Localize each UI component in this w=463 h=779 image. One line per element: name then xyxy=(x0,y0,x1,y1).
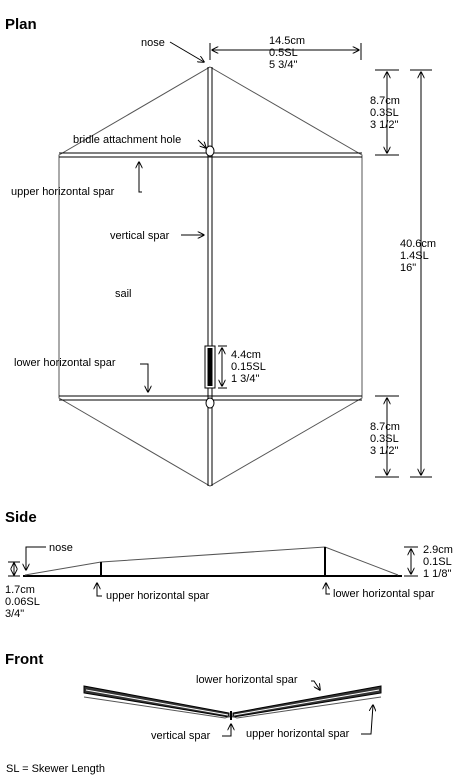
front-right-spar xyxy=(232,685,382,718)
plan-top-dimension: 8.7cm 0.3SL 3 1/2" xyxy=(370,69,400,156)
front-vertical-spar-label: vertical spar xyxy=(151,730,211,742)
svg-text:16": 16" xyxy=(400,262,416,274)
plan-bottom-dimension: 8.7cm 0.3SL 3 1/2" xyxy=(370,395,400,478)
svg-text:2.9cm: 2.9cm xyxy=(423,544,453,556)
footnote: SL = Skewer Length xyxy=(6,763,105,775)
svg-text:4.4cm: 4.4cm xyxy=(231,349,261,361)
plan-vertical-spar-label: vertical spar xyxy=(110,230,170,242)
plan-sail-label: sail xyxy=(115,288,132,300)
svg-text:0.1SL: 0.1SL xyxy=(423,556,452,568)
svg-text:0.15SL: 0.15SL xyxy=(231,361,266,373)
svg-text:40.6cm: 40.6cm xyxy=(400,238,436,250)
side-heading: Side xyxy=(5,509,37,526)
svg-text:1.7cm: 1.7cm xyxy=(5,584,35,596)
plan-vertical-spar xyxy=(207,67,213,486)
plan-nose-label: nose xyxy=(141,37,165,49)
svg-text:5 3/4": 5 3/4" xyxy=(269,59,297,71)
svg-text:0.3SL: 0.3SL xyxy=(370,107,399,119)
plan-lower-spar-label: lower horizontal spar xyxy=(14,357,116,369)
side-nose-dimension: 1.7cm 0.06SL 3/4" xyxy=(5,561,40,620)
svg-text:0.3SL: 0.3SL xyxy=(370,433,399,445)
svg-text:1 3/4": 1 3/4" xyxy=(231,373,259,385)
svg-text:1 1/8": 1 1/8" xyxy=(423,568,451,580)
svg-text:14.5cm: 14.5cm xyxy=(269,35,305,47)
front-heading: Front xyxy=(5,651,43,668)
plan-total-dimension: 40.6cm 1.4SL 16" xyxy=(400,69,436,478)
plan-splint-dimension: 4.4cm 0.15SL 1 3/4" xyxy=(218,345,266,389)
svg-text:1.4SL: 1.4SL xyxy=(400,250,429,262)
bridle-hole-label: bridle attachment hole xyxy=(73,134,181,146)
front-lower-spar-label: lower horizontal spar xyxy=(196,674,298,686)
front-left-spar xyxy=(83,685,230,718)
svg-text:3 1/2": 3 1/2" xyxy=(370,445,398,457)
svg-text:8.7cm: 8.7cm xyxy=(370,95,400,107)
svg-text:3/4": 3/4" xyxy=(5,608,24,620)
plan-width-dimension: 14.5cm 0.5SL 5 3/4" xyxy=(209,35,362,71)
svg-text:0.5SL: 0.5SL xyxy=(269,47,298,59)
svg-text:3 1/2": 3 1/2" xyxy=(370,119,398,131)
side-nose-label: nose xyxy=(49,542,73,554)
plan-sail-outline xyxy=(58,66,363,487)
side-tail-dimension: 2.9cm 0.1SL 1 1/8" xyxy=(404,544,453,580)
plan-heading: Plan xyxy=(5,16,37,33)
bridle-hole-mark xyxy=(205,145,215,157)
svg-text:0.06SL: 0.06SL xyxy=(5,596,40,608)
side-lower-spar-label: lower horizontal spar xyxy=(333,588,435,600)
side-sail-profile xyxy=(24,546,399,576)
svg-text:8.7cm: 8.7cm xyxy=(370,421,400,433)
side-upper-spar-label: upper horizontal spar xyxy=(106,590,210,602)
front-upper-spar-label: upper horizontal spar xyxy=(246,728,350,740)
lower-hole-mark xyxy=(205,397,215,409)
plan-upper-spar-label: upper horizontal spar xyxy=(11,186,115,198)
